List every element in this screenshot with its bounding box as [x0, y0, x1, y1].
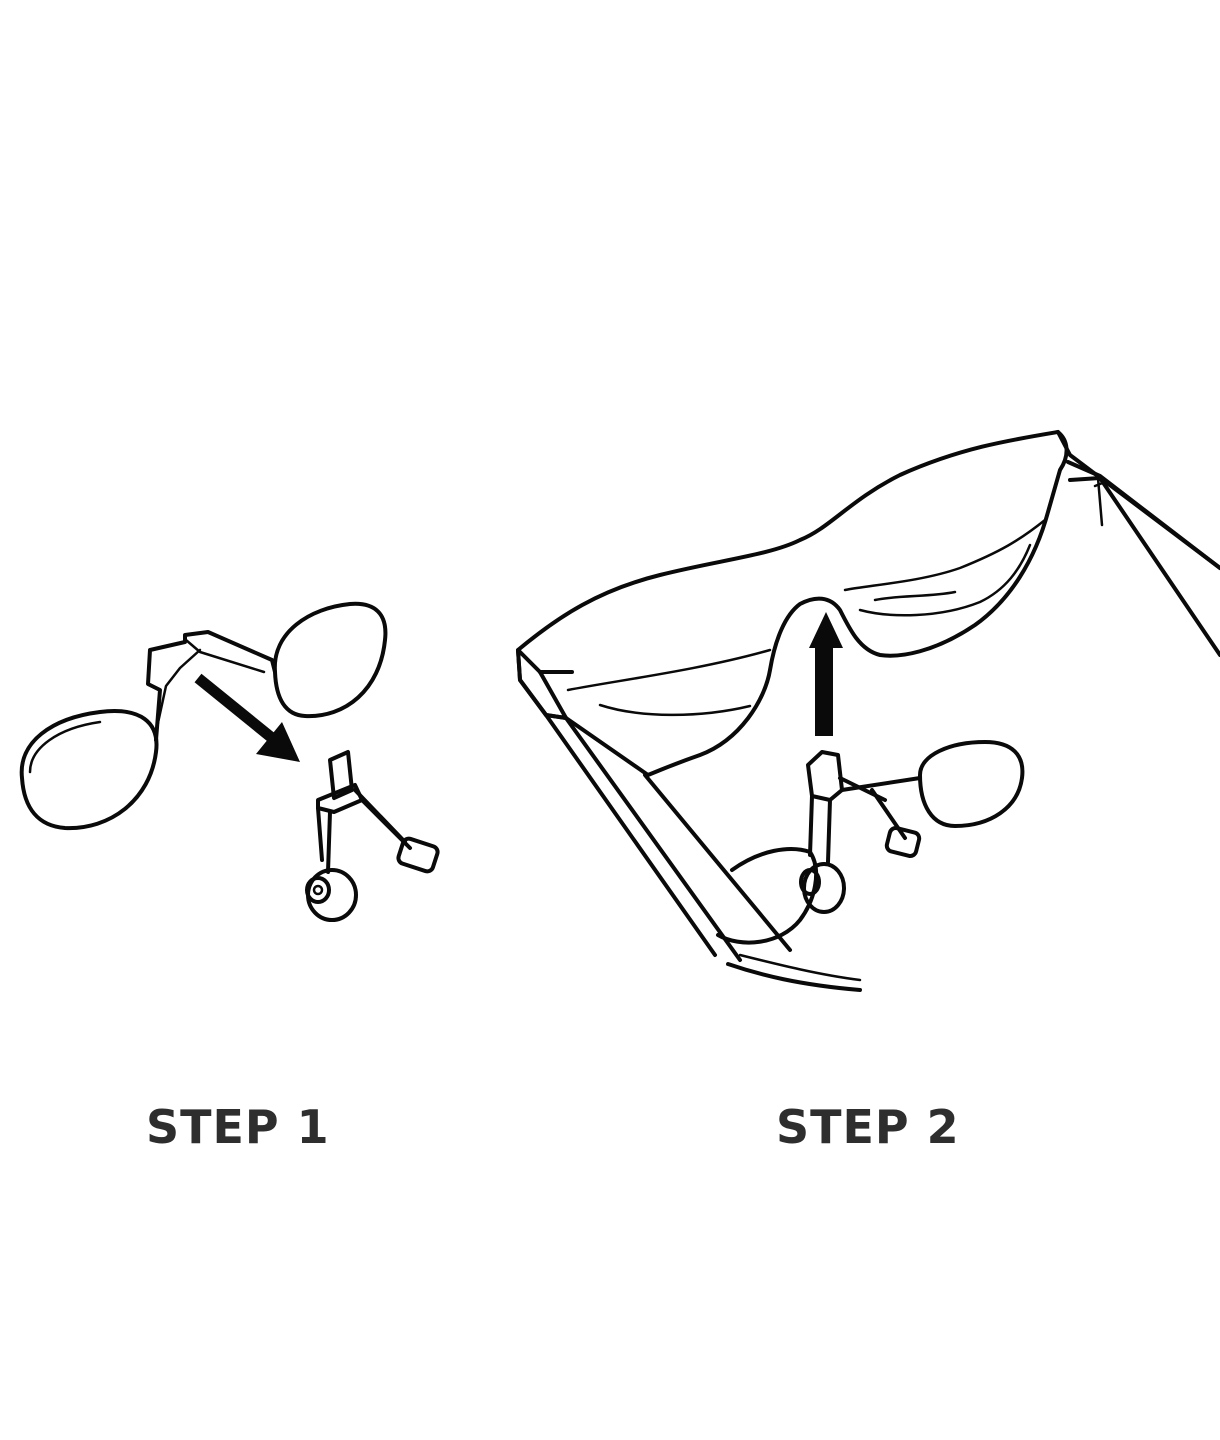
left-temple-arm	[516, 648, 568, 720]
arrow-down-right-icon	[194, 673, 300, 762]
step-1-illustration	[19, 601, 440, 922]
glasses-front-frame	[516, 430, 1069, 777]
left-lens-icon	[19, 709, 159, 831]
nose-pad-icon	[305, 750, 440, 922]
step-2-label: STEP 2	[776, 1100, 960, 1154]
step-1-label: STEP 1	[146, 1100, 330, 1154]
right-lens-icon	[272, 601, 388, 719]
step-2-illustration	[516, 430, 1220, 992]
right-lens-inner	[843, 518, 1047, 617]
arrow-up-icon	[809, 612, 843, 736]
clip-lens-frame	[716, 740, 1025, 945]
cable	[726, 962, 862, 992]
lens-frame-bridge	[146, 630, 277, 742]
left-lens-inner	[566, 648, 772, 717]
